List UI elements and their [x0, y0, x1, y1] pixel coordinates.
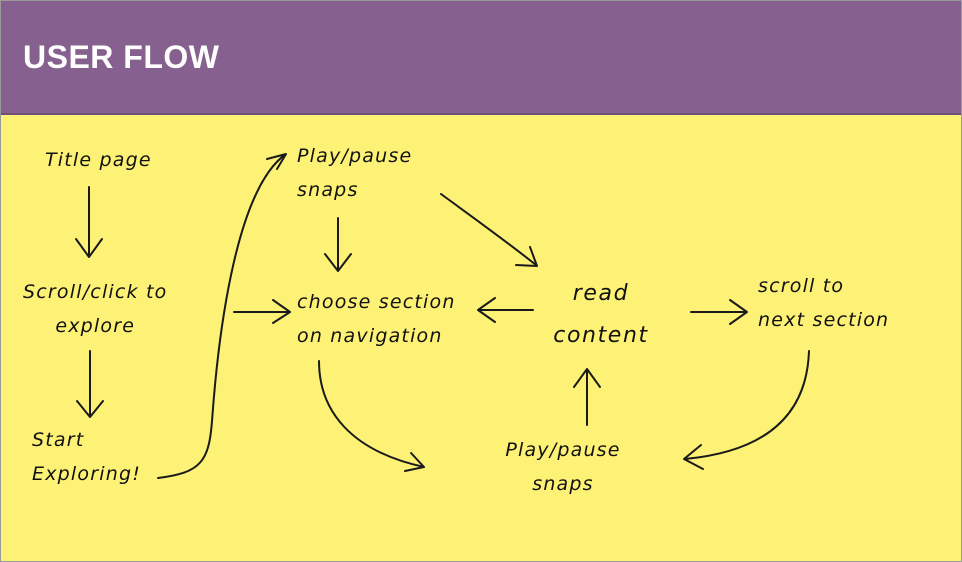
node-title-page-line-1: Title page [45, 149, 152, 171]
arrow-playpause-bottom-to-read [573, 368, 601, 426]
node-title-page: Title page [45, 143, 152, 177]
arrow-playpause-to-choose [324, 217, 352, 272]
node-play-pause-top-line-1: Play/pause [297, 145, 413, 167]
node-scroll-next: scroll to next section [758, 269, 889, 337]
arrow-read-to-scroll-next [690, 299, 748, 325]
node-read-content-line-2: content [553, 323, 649, 348]
arrow-scroll-next-to-playpause-bottom [683, 350, 810, 470]
node-play-pause-top: Play/pause snaps [297, 139, 412, 207]
node-play-pause-bottom-line-2: snaps [532, 473, 594, 495]
node-scroll-click: Scroll/click to explore [23, 275, 167, 343]
header-bar: USER FLOW [1, 1, 961, 115]
node-scroll-click-line-2: explore [55, 315, 136, 337]
node-start-exploring-line-2: Exploring! [32, 463, 142, 485]
arrow-playpause-to-read [440, 193, 538, 267]
node-start-exploring-line-1: Start [32, 429, 85, 451]
arrow-branch-to-choose [233, 299, 291, 324]
node-start-exploring: Start Exploring! [32, 423, 141, 491]
node-choose-section: choose section on navigation [297, 285, 456, 353]
node-choose-section-line-2: on navigation [297, 325, 443, 347]
node-choose-section-line-1: choose section [297, 291, 456, 313]
node-scroll-next-line-2: next section [758, 309, 890, 331]
arrow-scroll-to-start [76, 350, 104, 418]
node-play-pause-bottom: Play/pause snaps [493, 433, 633, 501]
node-scroll-next-line-1: scroll to [758, 275, 845, 297]
arrow-start-to-playpause [157, 153, 287, 479]
arrow-choose-to-playpause-bottom [318, 360, 425, 472]
arrow-read-to-choose [477, 297, 534, 323]
node-read-content-line-1: read [572, 281, 630, 306]
page-title: USER FLOW [23, 39, 220, 75]
node-play-pause-top-line-2: snaps [297, 179, 359, 201]
arrow-title-to-scroll [75, 186, 103, 258]
node-scroll-click-line-1: Scroll/click to [23, 281, 168, 303]
node-read-content: read content [546, 273, 656, 357]
node-play-pause-bottom-line-1: Play/pause [505, 439, 621, 461]
